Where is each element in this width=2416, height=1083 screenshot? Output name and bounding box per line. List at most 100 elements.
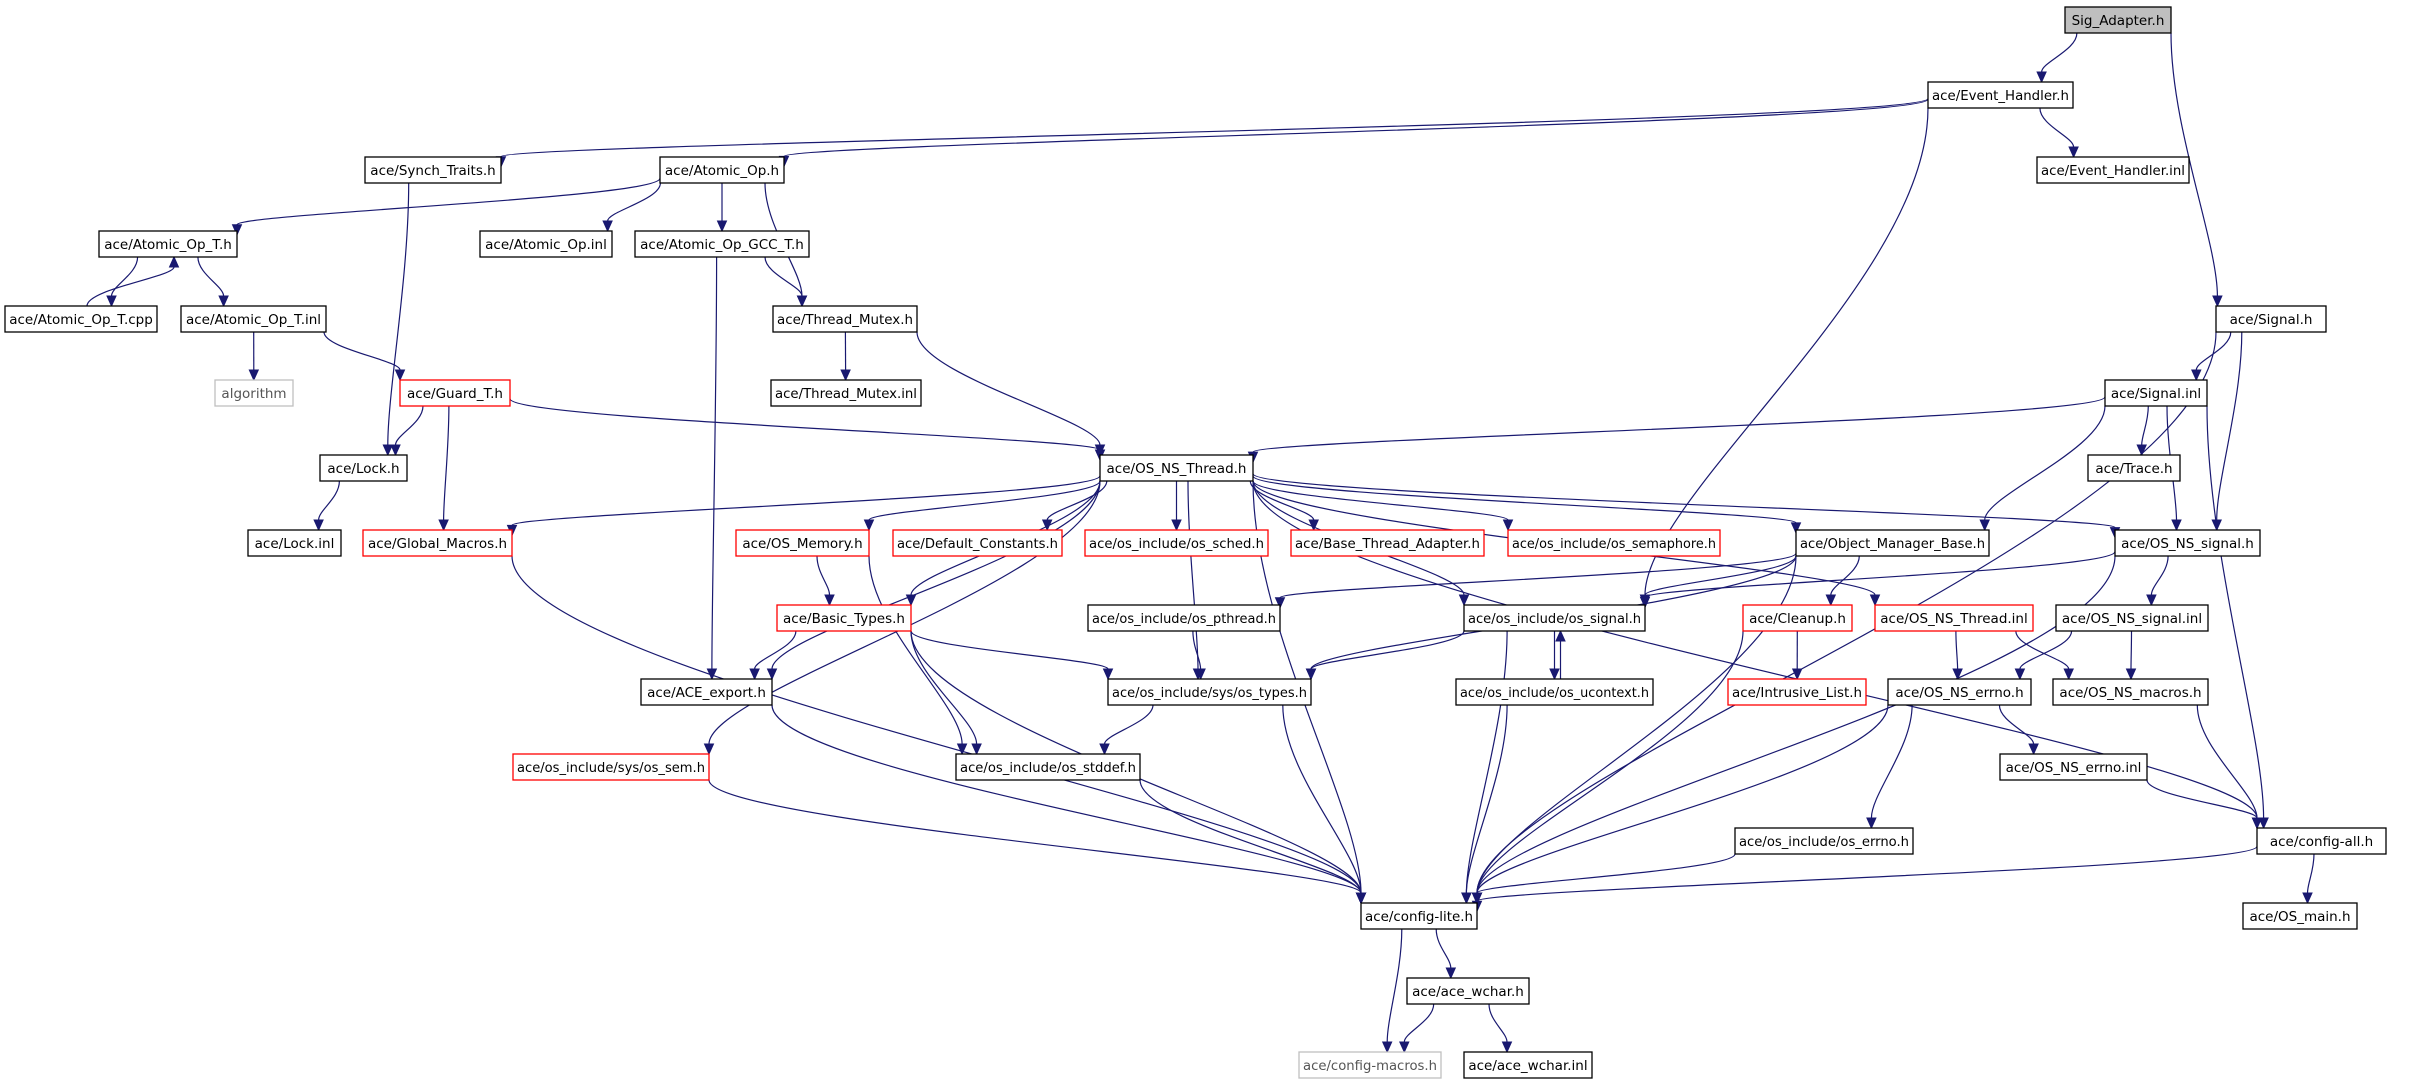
node-lock-inl[interactable]: ace/Lock.inl: [247, 529, 342, 557]
node-config-all[interactable]: ace/config-all.h: [2256, 827, 2387, 855]
node-ace-wchar-inl[interactable]: ace/ace_wchar.inl: [1463, 1051, 1593, 1079]
node-box[interactable]: [1727, 678, 1867, 706]
node-os-errno[interactable]: ace/os_include/os_errno.h: [1734, 827, 1914, 855]
node-thread-mutex-inl[interactable]: ace/Thread_Mutex.inl: [770, 379, 922, 407]
node-os-ns-macros[interactable]: ace/OS_NS_macros.h: [2052, 678, 2209, 706]
node-box[interactable]: [892, 529, 1063, 557]
node-box[interactable]: [2055, 604, 2209, 632]
node-signal-inl[interactable]: ace/Signal.inl: [2104, 379, 2208, 407]
node-basic-types[interactable]: ace/Basic_Types.h: [776, 604, 912, 632]
node-os-types[interactable]: ace/os_include/sys/os_types.h: [1107, 678, 1312, 706]
node-box[interactable]: [1463, 1051, 1593, 1079]
node-box[interactable]: [2256, 827, 2387, 855]
node-box[interactable]: [1742, 604, 1853, 632]
node-box[interactable]: [362, 529, 513, 557]
node-box[interactable]: [247, 529, 342, 557]
node-os-ns-errno-inl[interactable]: ace/OS_NS_errno.inl: [1999, 753, 2148, 781]
node-box[interactable]: [1298, 1051, 1442, 1079]
node-box[interactable]: [770, 379, 922, 407]
node-os-pthread[interactable]: ace/os_include/os_pthread.h: [1087, 604, 1281, 632]
node-box[interactable]: [4, 305, 158, 333]
node-box[interactable]: [2104, 379, 2208, 407]
node-box[interactable]: [1084, 529, 1269, 557]
node-box[interactable]: [772, 305, 918, 333]
node-config-macros[interactable]: ace/config-macros.h: [1298, 1051, 1442, 1079]
node-atomic-op-t-h[interactable]: ace/Atomic_Op_T.h: [98, 230, 238, 258]
node-os-ns-thread-h[interactable]: ace/OS_NS_Thread.h: [1099, 454, 1254, 482]
node-box[interactable]: [2242, 902, 2358, 930]
node-os-ucontext[interactable]: ace/os_include/os_ucontext.h: [1455, 678, 1654, 706]
node-os-sched[interactable]: ace/os_include/os_sched.h: [1084, 529, 1269, 557]
node-global-macros[interactable]: ace/Global_Macros.h: [362, 529, 513, 557]
node-box[interactable]: [2215, 305, 2327, 333]
node-box[interactable]: [1455, 678, 1654, 706]
node-box[interactable]: [180, 305, 327, 333]
node-box[interactable]: [1999, 753, 2148, 781]
node-os-stddef[interactable]: ace/os_include/os_stddef.h: [955, 753, 1141, 781]
node-box[interactable]: [1290, 529, 1485, 557]
node-sig-adapter[interactable]: Sig_Adapter.h: [2064, 6, 2172, 34]
node-box[interactable]: [2087, 454, 2181, 482]
node-box[interactable]: [2064, 6, 2172, 34]
node-box[interactable]: [1107, 678, 1312, 706]
node-atomic-op-gcc-t[interactable]: ace/Atomic_Op_GCC_T.h: [634, 230, 810, 258]
node-algorithm[interactable]: algorithm: [214, 379, 294, 407]
node-os-ns-thread-inl[interactable]: ace/OS_NS_Thread.inl: [1874, 604, 2034, 632]
node-os-ns-signal-h[interactable]: ace/OS_NS_signal.h: [2114, 529, 2261, 557]
node-box[interactable]: [319, 454, 408, 482]
node-base-thread-adapter[interactable]: ace/Base_Thread_Adapter.h: [1290, 529, 1485, 557]
node-intrusive-list[interactable]: ace/Intrusive_List.h: [1727, 678, 1867, 706]
node-thread-mutex-h[interactable]: ace/Thread_Mutex.h: [772, 305, 918, 333]
node-box[interactable]: [955, 753, 1141, 781]
node-config-lite[interactable]: ace/config-lite.h: [1360, 902, 1478, 930]
node-box[interactable]: [2052, 678, 2209, 706]
node-box[interactable]: [1463, 604, 1646, 632]
node-atomic-op-h[interactable]: ace/Atomic_Op.h: [659, 156, 785, 184]
node-box[interactable]: [1507, 529, 1721, 557]
node-box[interactable]: [1087, 604, 1281, 632]
node-box[interactable]: [776, 604, 912, 632]
node-atomic-op-inl[interactable]: ace/Atomic_Op.inl: [479, 230, 613, 258]
node-box[interactable]: [2036, 156, 2190, 184]
node-default-constants[interactable]: ace/Default_Constants.h: [892, 529, 1063, 557]
node-box[interactable]: [1874, 604, 2034, 632]
node-atomic-op-t-inl[interactable]: ace/Atomic_Op_T.inl: [180, 305, 327, 333]
node-box[interactable]: [512, 753, 710, 781]
node-object-manager-base[interactable]: ace/Object_Manager_Base.h: [1795, 529, 1990, 557]
node-os-sem[interactable]: ace/os_include/sys/os_sem.h: [512, 753, 710, 781]
node-box[interactable]: [634, 230, 810, 258]
node-box[interactable]: [1927, 81, 2074, 109]
node-box[interactable]: [659, 156, 785, 184]
node-os-main[interactable]: ace/OS_main.h: [2242, 902, 2358, 930]
node-box[interactable]: [1406, 977, 1530, 1005]
node-atomic-op-t-cpp[interactable]: ace/Atomic_Op_T.cpp: [4, 305, 158, 333]
node-os-ns-signal-inl[interactable]: ace/OS_NS_signal.inl: [2055, 604, 2209, 632]
node-lock-h[interactable]: ace/Lock.h: [319, 454, 408, 482]
node-box[interactable]: [735, 529, 870, 557]
node-box[interactable]: [479, 230, 613, 258]
node-box[interactable]: [1360, 902, 1478, 930]
node-trace-h[interactable]: ace/Trace.h: [2087, 454, 2181, 482]
node-os-semaphore[interactable]: ace/os_include/os_semaphore.h: [1507, 529, 1721, 557]
node-box[interactable]: [214, 379, 294, 407]
node-box[interactable]: [364, 156, 502, 184]
node-box[interactable]: [640, 678, 773, 706]
node-ace-export[interactable]: ace/ACE_export.h: [640, 678, 773, 706]
node-event-handler-inl[interactable]: ace/Event_Handler.inl: [2036, 156, 2190, 184]
node-os-signal[interactable]: ace/os_include/os_signal.h: [1463, 604, 1646, 632]
node-box[interactable]: [98, 230, 238, 258]
node-synch-traits[interactable]: ace/Synch_Traits.h: [364, 156, 502, 184]
node-box[interactable]: [1887, 678, 2032, 706]
node-box[interactable]: [399, 379, 511, 407]
node-box[interactable]: [1734, 827, 1914, 855]
node-signal-h[interactable]: ace/Signal.h: [2215, 305, 2327, 333]
node-box[interactable]: [1795, 529, 1990, 557]
node-event-handler-h[interactable]: ace/Event_Handler.h: [1927, 81, 2074, 109]
node-box[interactable]: [1099, 454, 1254, 482]
node-guard-t[interactable]: ace/Guard_T.h: [399, 379, 511, 407]
node-cleanup[interactable]: ace/Cleanup.h: [1742, 604, 1853, 632]
node-box[interactable]: [2114, 529, 2261, 557]
node-os-memory[interactable]: ace/OS_Memory.h: [735, 529, 870, 557]
node-os-ns-errno-h[interactable]: ace/OS_NS_errno.h: [1887, 678, 2032, 706]
node-ace-wchar-h[interactable]: ace/ace_wchar.h: [1406, 977, 1530, 1005]
